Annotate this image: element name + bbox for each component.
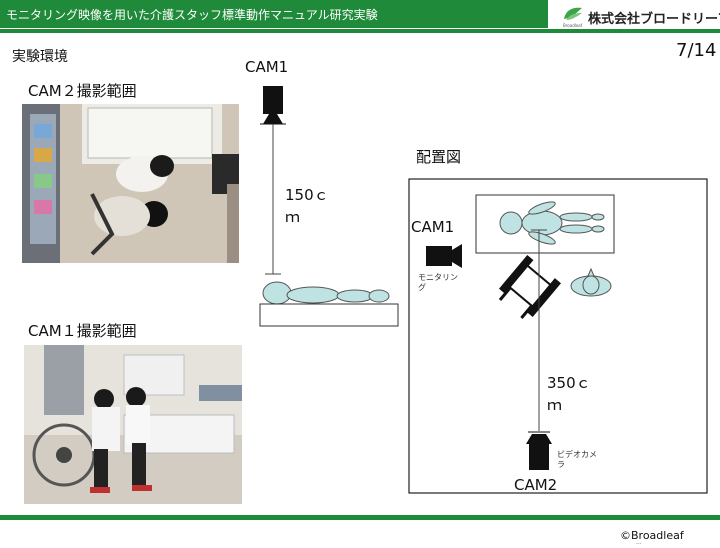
- side-lying-person-icon: [262, 281, 390, 305]
- cam1-photo: [24, 345, 242, 504]
- logo-small-text: Broadleaf: [563, 23, 583, 28]
- layout-distance-value: 350ｃ: [547, 374, 591, 392]
- cam1-caption: CAM１撮影範囲: [28, 322, 137, 340]
- monitoring-label-line2: グ: [418, 283, 426, 292]
- side-distance-unit: ｍ: [285, 208, 301, 226]
- copyright: ©Broadleaf: [620, 529, 684, 542]
- page-total: 14: [693, 40, 717, 61]
- header-divider: [0, 29, 720, 33]
- video-camera-label: ビデオカメ ラ: [557, 450, 597, 470]
- monitoring-label-line1: モニタリン: [418, 273, 458, 282]
- side-distance-value: 150ｃ: [285, 186, 329, 204]
- caregiver-icon: [570, 267, 612, 297]
- layout-distance-label: 350ｃ ｍ: [547, 372, 591, 416]
- video-camera-label-line1: ビデオカメ: [557, 450, 597, 459]
- leaf-logo-icon: [564, 7, 582, 20]
- footer-cut-text: ···: [636, 541, 642, 548]
- header-title: モニタリング映像を用いた介護スタッフ標準動作マニュアル研究実験: [6, 8, 378, 22]
- footer-divider: [0, 515, 720, 520]
- top-lying-person-icon: [499, 201, 605, 245]
- page-separator: /: [687, 40, 694, 61]
- layout-cam1-label: CAM1: [411, 218, 455, 236]
- section-title: 実験環境: [12, 49, 68, 65]
- video-camera-label-line2: ラ: [557, 460, 565, 469]
- layout-title: 配置図: [416, 148, 462, 166]
- side-camera-icon: [263, 86, 283, 114]
- cam2-camera-icon: [526, 431, 552, 470]
- header-bar: [0, 0, 548, 28]
- wheelchair-icon: [498, 255, 561, 319]
- layout-cam2-label: CAM2: [514, 476, 558, 494]
- layout-diagram: [408, 178, 708, 494]
- side-diagram: [259, 86, 399, 327]
- side-cam-label: CAM1: [245, 58, 289, 76]
- page-current: 7: [676, 40, 688, 61]
- cam2-caption: CAM２撮影範囲: [28, 82, 137, 100]
- company-name: 株式会社ブロードリーフ: [588, 12, 720, 27]
- cam2-photo: [22, 104, 239, 263]
- layout-distance-unit: ｍ: [547, 396, 563, 414]
- monitoring-label: モニタリン グ: [418, 273, 458, 293]
- page-number: 7/14: [676, 40, 716, 61]
- cam1-camcorder-icon: [426, 244, 462, 268]
- side-distance-label: 150ｃ ｍ: [285, 184, 329, 228]
- side-bed: [259, 303, 399, 327]
